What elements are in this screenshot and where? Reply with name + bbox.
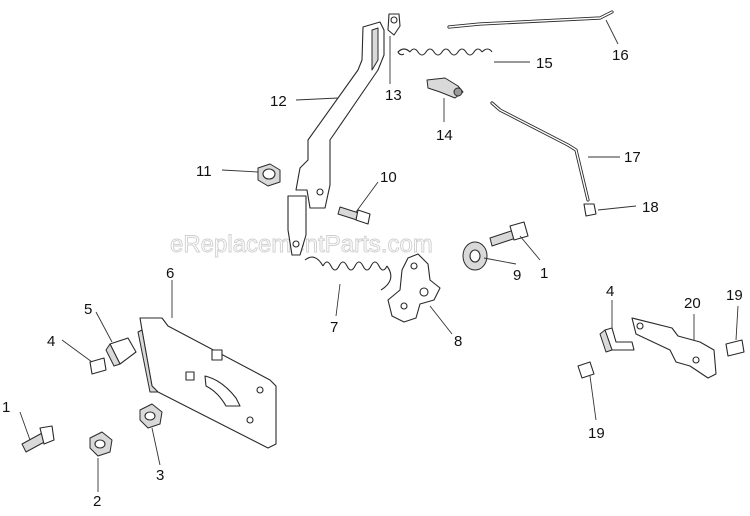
bracket-5 [105,337,137,367]
callout-18: 18 [642,199,659,216]
callout-6: 6 [166,265,174,282]
nut-11 [257,163,281,187]
callout-10: 10 [380,169,397,186]
rod-17 [490,101,590,202]
callout-13: 13 [385,87,402,104]
callout-5: 5 [84,301,92,318]
callout-14: 14 [436,127,453,144]
bolt-1-left [21,425,55,453]
callout-15: 15 [536,55,553,72]
callout-2: 2 [93,493,101,510]
callout-8: 8 [454,333,462,350]
callout-19-right: 19 [726,287,743,304]
callout-9: 9 [513,267,521,284]
callouts: 1 2 3 4 5 6 7 8 9 10 11 12 13 14 15 16 1… [2,47,743,510]
lever-8 [387,253,441,323]
nut-3 [139,403,163,429]
callout-4-right: 4 [606,283,614,300]
leader-lines [19,19,739,492]
washer-9 [462,241,488,271]
callout-16: 16 [612,47,629,64]
bolt-4-left [89,357,107,375]
callout-4-left: 4 [47,333,55,350]
spring-15 [397,48,493,56]
nut-2 [89,431,113,457]
callout-19-lower: 19 [588,425,605,442]
bolt-10 [337,206,371,225]
bolt-19-right [725,339,745,357]
plate-20 [631,317,717,379]
callout-20: 20 [684,295,701,312]
bracket-4-right [599,327,635,353]
callout-7: 7 [330,319,338,336]
clip-13 [387,13,401,36]
clip-14 [426,77,464,99]
bolt-19-lower [577,361,595,379]
callout-1-right: 1 [540,265,548,282]
callout-17: 17 [624,149,641,166]
bolt-1-right [489,221,529,247]
lever-arm-12 [287,21,385,256]
rod-16 [447,10,614,29]
clip-18 [583,203,597,217]
callout-11: 11 [196,163,212,180]
spring-7 [304,256,392,291]
callout-12: 12 [270,93,287,110]
mounting-plate-6 [137,317,277,449]
callout-1-left: 1 [2,399,10,416]
callout-3: 3 [156,467,164,484]
